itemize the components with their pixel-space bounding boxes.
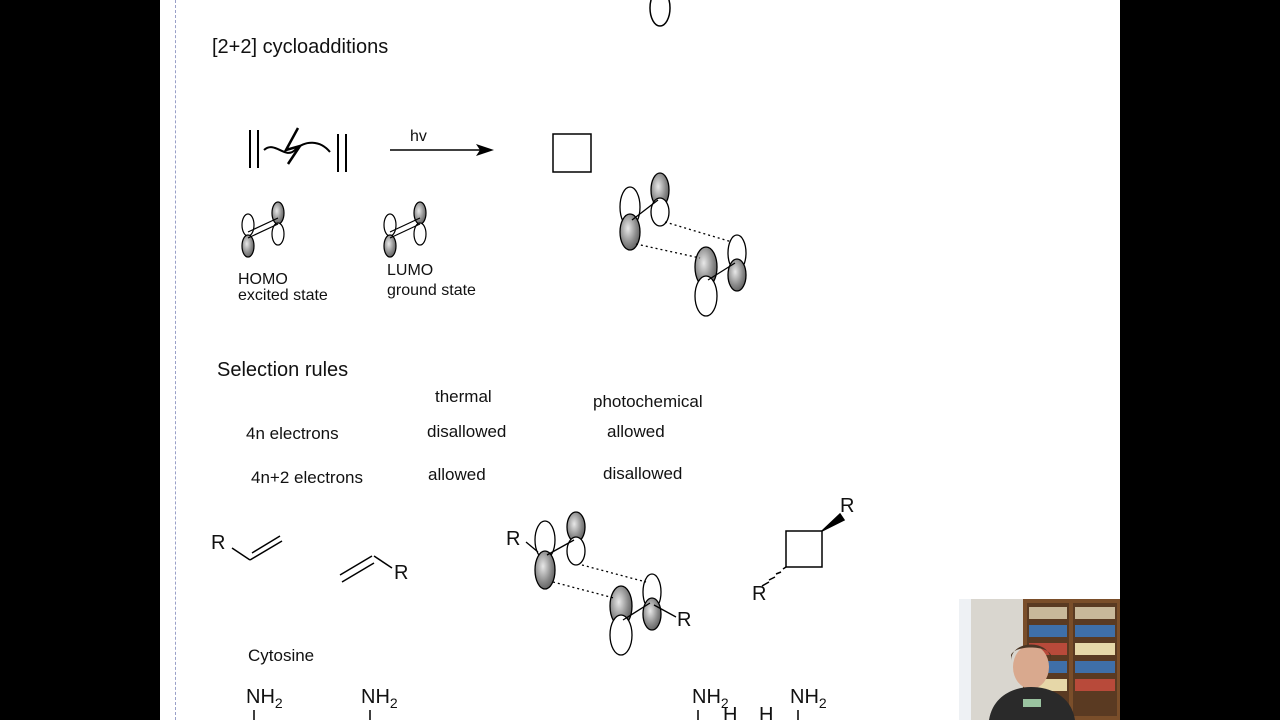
presenter-webcam <box>959 599 1120 720</box>
nh2-label-3: NH2 <box>692 686 729 711</box>
cytosine-bonds-icon <box>253 710 799 720</box>
homo-label: HOMO <box>238 271 288 288</box>
cell-4n2-photochemical: disallowed <box>603 464 683 483</box>
r-label-alkene-1: R <box>211 532 226 554</box>
r-label-orbital-1: R <box>506 528 521 550</box>
nh2-label-2: NH2 <box>361 686 398 711</box>
reaction-arrow-icon <box>390 144 494 156</box>
nh2-label-4: NH2 <box>790 686 827 711</box>
lumo-state-label: ground state <box>387 282 476 299</box>
margin-line <box>175 0 176 720</box>
cell-4n-thermal: disallowed <box>427 422 507 441</box>
lumo-label: LUMO <box>387 262 434 279</box>
ethylene-pair-icon <box>249 127 347 172</box>
h-label-1: H <box>723 704 738 720</box>
cell-4n2-thermal: allowed <box>428 465 486 484</box>
header-thermal: thermal <box>435 387 492 406</box>
section-title: [2+2] cycloadditions <box>212 36 389 58</box>
lumo-orbital-icon <box>383 201 427 258</box>
row-label-4n: 4n electrons <box>246 424 339 443</box>
r-alkene-2-icon <box>339 555 393 583</box>
arrow-label: hv <box>410 128 427 145</box>
cyclobutane-product-icon <box>552 133 592 173</box>
h-label-2: H <box>759 704 774 720</box>
chemistry-drawings <box>231 0 846 720</box>
r-label-cyclobutane-2: R <box>752 583 767 605</box>
selection-rules-title: Selection rules <box>217 359 349 381</box>
r-alkene-1-icon <box>231 535 283 561</box>
homo-orbital-icon <box>241 201 285 258</box>
row-label-4n2: 4n+2 electrons <box>251 468 363 487</box>
r-label-orbital-2: R <box>677 609 692 631</box>
top-lobe-icon <box>649 0 671 27</box>
cell-4n-photochemical: allowed <box>607 422 665 441</box>
nh2-label-1: NH2 <box>246 686 283 711</box>
slide-page: [2+2] cycloadditions <box>160 0 1120 720</box>
r-label-alkene-2: R <box>394 562 409 584</box>
cytosine-title: Cytosine <box>248 646 315 665</box>
substituted-cyclobutane-icon <box>761 512 846 587</box>
webcam-icon <box>959 599 1120 720</box>
r-label-cyclobutane-1: R <box>840 495 855 517</box>
header-photochemical: photochemical <box>593 392 703 411</box>
homo-state-label: excited state <box>238 287 328 304</box>
r-orbital-overlap-icon <box>525 511 677 656</box>
orbital-overlap-icon <box>619 172 747 317</box>
